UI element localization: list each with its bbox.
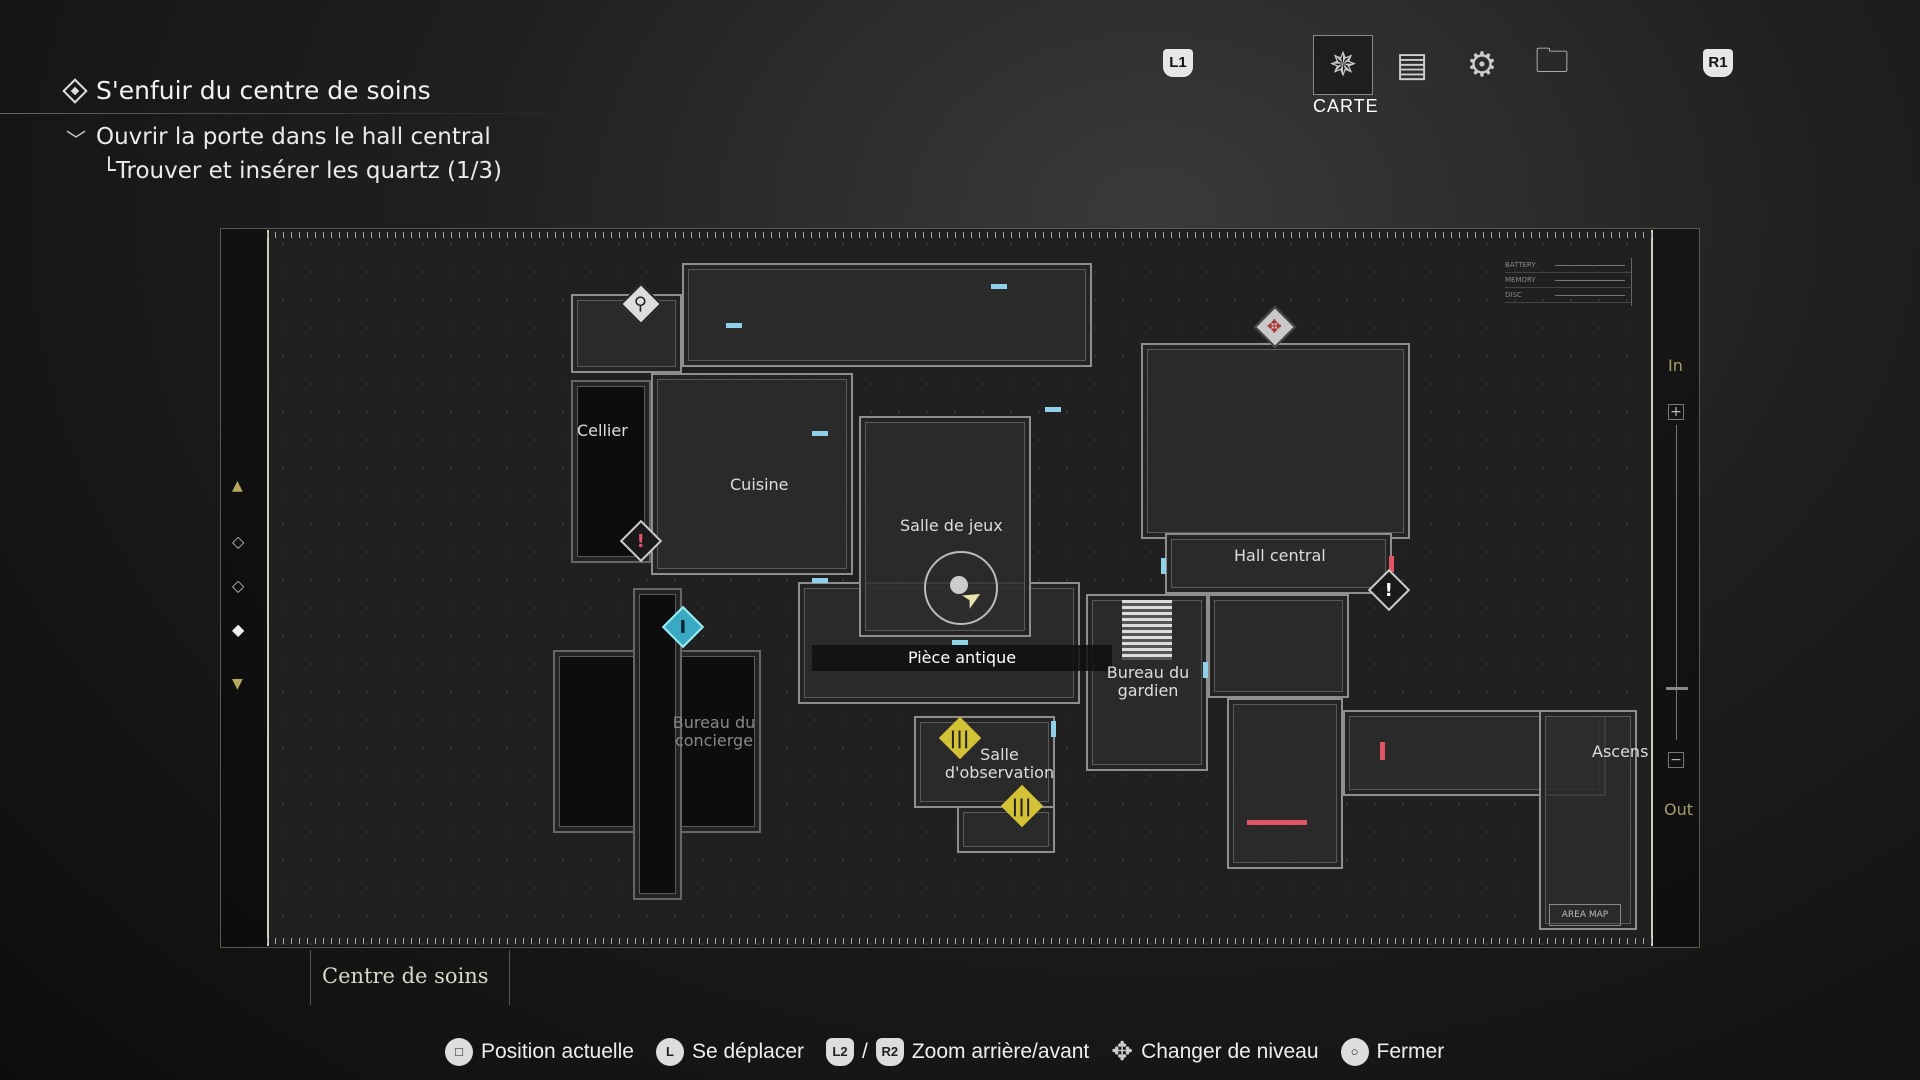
l2-button-icon: L2 [826,1037,855,1066]
hint-close[interactable]: ○ Fermer [1340,1036,1445,1067]
room-south [1227,698,1343,869]
room-east [1208,594,1349,698]
room-upper-corridor [682,263,1092,367]
door [812,578,828,583]
status-label: MEMORY [1505,276,1536,284]
control-hints: □ Position actuelle L Se déplacer L2 / R2 Zoo… [445,1036,1444,1067]
door [812,431,828,436]
l1-button[interactable]: L1 [1163,49,1193,77]
zoom-in-label: In [1668,356,1683,375]
zoom-slider-thumb[interactable] [1666,687,1688,690]
area-map-button[interactable]: AREA MAP [1549,904,1621,926]
room-salle-observation [914,716,1055,808]
status-row: MEMORY [1505,273,1631,288]
map-canvas[interactable]: Cellier Cuisine Salle de jeux Hall centr… [267,230,1653,946]
status-panel: BATTERY MEMORY DISC [1505,258,1632,306]
door [1051,721,1056,737]
player-icon [950,576,968,594]
tab-map-label: CARTE [1313,96,1379,116]
locked-door [1389,556,1394,572]
room-ascenseur [1539,710,1637,930]
room-salle-observation-lower [957,806,1055,853]
hint-label: Se déplacer [691,1039,805,1063]
objective-diamond-icon [62,78,88,104]
main-objective: S'enfuir du centre de soins [96,76,431,105]
typewriter-icon [1122,600,1172,660]
location-box [310,950,510,1005]
bottom-ruler [267,938,1653,944]
door [1161,558,1166,574]
square-button-icon: □ [445,1037,473,1066]
locked-shutter [1247,820,1307,825]
folder-icon[interactable]: 🗀 [1535,40,1569,81]
hint-label: Fermer [1376,1039,1445,1063]
zoom-out-label: Out [1664,800,1694,819]
locked-door [1380,742,1385,760]
floor-up-icon[interactable]: ▲ [232,478,243,494]
room-label-ascenseur: Ascens [1592,742,1649,761]
objective-task: └Trouver et insérer les quartz (1/3) [102,158,503,184]
status-row: BATTERY [1505,258,1631,273]
hint-change-level[interactable]: ✥ Changer de niveau [1111,1036,1318,1067]
room-label-cellier: Cellier [577,421,628,440]
r2-button-icon: R2 [875,1037,904,1066]
zoom-slider-track[interactable] [1676,425,1677,740]
status-bar [1555,279,1625,281]
status-label: DISC [1505,291,1522,299]
hint-label: Changer de niveau [1141,1039,1319,1063]
zoom-plus-icon[interactable]: + [1668,404,1684,420]
hint-move[interactable]: L Se déplacer [655,1036,805,1067]
hint-zoom[interactable]: L2 / R2 Zoom arrière/avant [826,1036,1089,1067]
hint-separator: / [862,1039,868,1063]
room-hall-central-upper [1141,343,1410,539]
door [726,323,742,328]
top-ruler [267,232,1653,238]
floor-diamond-icon[interactable]: ◇ [232,576,245,595]
room-label-salle-observation: Salle d'observation [944,745,1055,782]
floor-current-icon[interactable]: ◆ [232,620,245,639]
save-point-icon[interactable]: ✥ [1253,305,1297,349]
r1-button[interactable]: R1 [1703,49,1733,77]
room-label-bureau-gardien: Bureau du gardien [1106,663,1190,700]
dpad-icon: ✥ [1111,1036,1134,1066]
room-label-bureau-concierge: Bureau du concierge [672,713,756,750]
floor-down-icon[interactable]: ▼ [232,676,243,692]
door [1045,407,1061,412]
hint-label: Position actuelle [481,1039,634,1063]
door [1203,662,1208,678]
divider [0,113,590,114]
status-label: BATTERY [1505,261,1536,269]
status-bar [1555,264,1625,266]
status-bar [1555,294,1625,296]
hint-current-position[interactable]: □ Position actuelle [445,1036,634,1067]
circle-button-icon: ○ [1340,1037,1369,1066]
zoom-minus-icon[interactable]: − [1668,752,1684,768]
location-name: Centre de soins [322,964,489,988]
gears-icon[interactable]: ⚙ [1466,45,1498,85]
room-cuisine [651,373,853,575]
door [952,640,968,645]
hint-label: Zoom arrière/avant [911,1039,1090,1063]
sub-objective: Ouvrir la porte dans le hall central [96,124,491,150]
floor-diamond-icon[interactable]: ◇ [232,532,245,551]
room-label-hall-central: Hall central [1234,546,1326,565]
room-label-salle-de-jeux: Salle de jeux [900,516,1003,535]
compass-icon[interactable]: ✵ [1313,35,1373,95]
chevron-down-icon: ﹀ [66,128,86,152]
room-hall-central [1165,533,1392,594]
door [991,284,1007,289]
player-position-marker [924,551,998,625]
room-label-cuisine: Cuisine [730,475,789,494]
backpack-icon[interactable]: ▤ [1395,45,1429,85]
room-label-piece-antique: Pièce antique [812,645,1112,671]
status-row: DISC [1505,288,1631,303]
left-stick-icon: L [655,1037,684,1066]
